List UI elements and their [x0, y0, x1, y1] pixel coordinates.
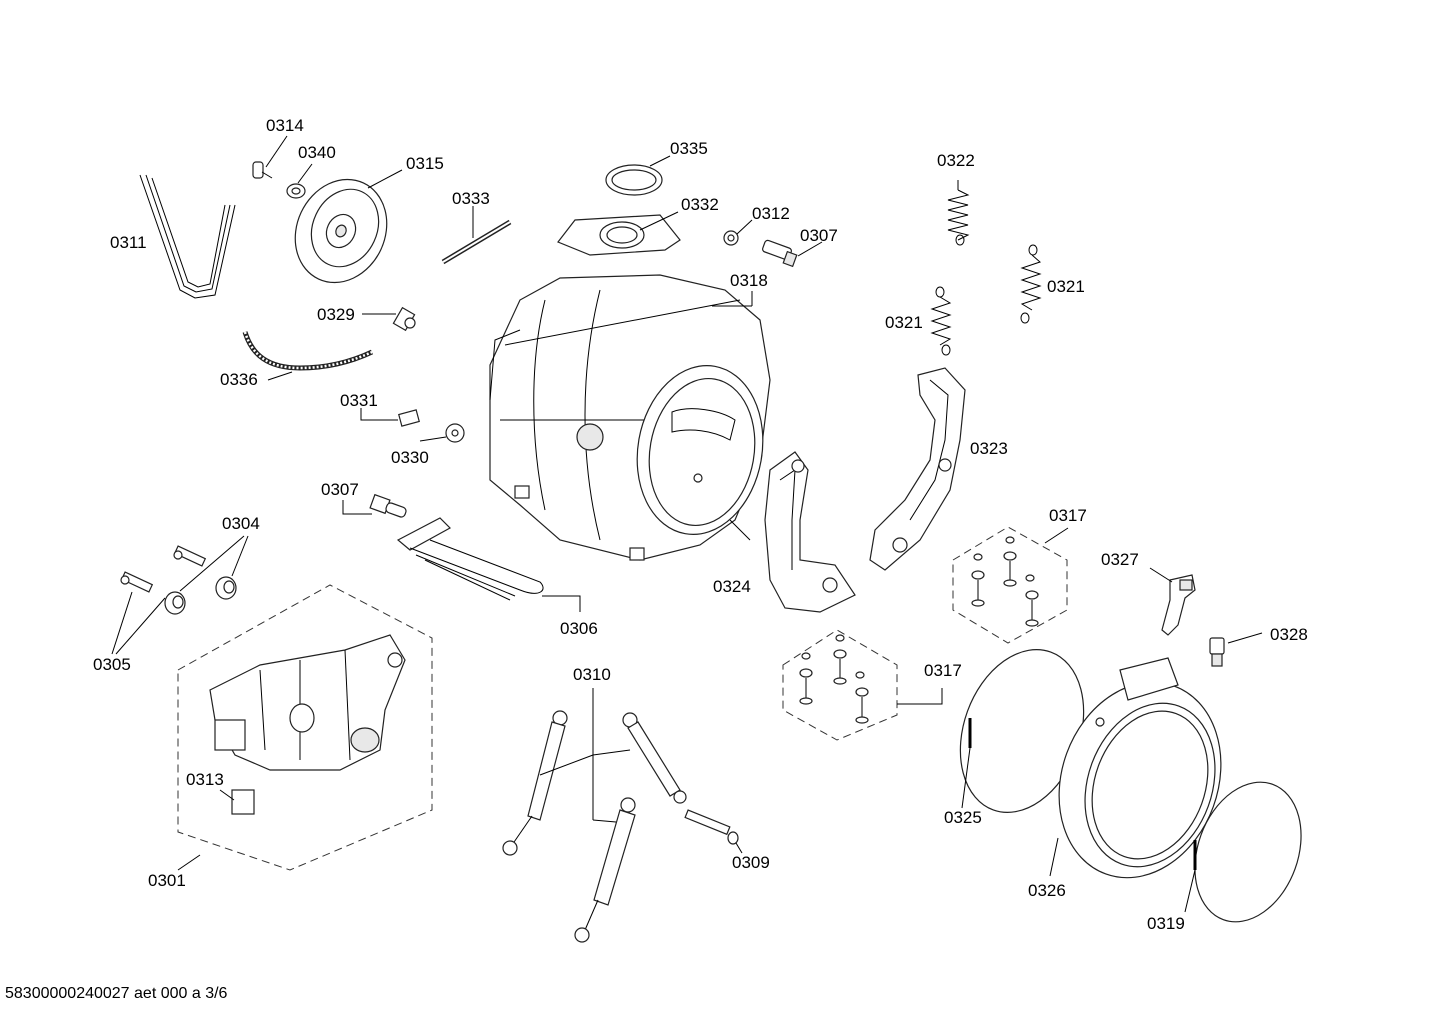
label-0310: 0310 [573, 665, 611, 684]
heating-element [396, 517, 544, 601]
ntc-sensor-bottom [369, 493, 407, 518]
label-0328: 0328 [1270, 625, 1308, 644]
label-0301: 0301 [148, 871, 186, 890]
label-0304: 0304 [222, 514, 260, 533]
counterweight-top [869, 367, 966, 571]
label-0329: 0329 [317, 305, 355, 324]
label-0326: 0326 [1028, 881, 1066, 900]
hose [242, 331, 374, 371]
washer [286, 183, 306, 199]
fastener-set-upper [952, 526, 1068, 644]
shock-absorber-left [502, 710, 568, 856]
label-0336: 0336 [220, 370, 258, 389]
shock-absorber-bottom [574, 797, 636, 943]
label-0323: 0323 [970, 439, 1008, 458]
motor-assembly [177, 584, 433, 871]
label-0335: 0335 [670, 139, 708, 158]
label-0331: 0331 [340, 391, 378, 410]
label-0340: 0340 [298, 143, 336, 162]
label-0319: 0319 [1147, 914, 1185, 933]
sensor [398, 409, 420, 427]
label-0312: 0312 [752, 204, 790, 223]
bushing-a [164, 591, 186, 615]
valve [392, 306, 416, 332]
spring-left [930, 286, 952, 356]
label-0333: 0333 [452, 189, 490, 208]
spring-top [947, 180, 970, 246]
label-0317-lower: 0317 [924, 661, 962, 680]
bolt [684, 809, 739, 845]
wiring-bracket [1161, 574, 1196, 636]
label-0332: 0332 [681, 195, 719, 214]
counterweight-front [764, 451, 856, 613]
drive-belt [139, 174, 236, 299]
tub-bracket [557, 214, 681, 256]
label-0322: 0322 [937, 151, 975, 170]
damper-disk [445, 423, 465, 443]
label-0327: 0327 [1101, 550, 1139, 569]
fastener-set-lower [782, 629, 898, 741]
door-gasket-front [1193, 781, 1302, 923]
pulley-screw [252, 161, 273, 179]
label-0317-upper: 0317 [1049, 506, 1087, 525]
callout-labels: 0314 0340 0315 0311 0333 0335 0332 0312 … [93, 116, 1308, 933]
shock-absorber-right [622, 712, 687, 804]
label-0330: 0330 [391, 448, 429, 467]
seal-ring [605, 164, 663, 196]
door-ring [1058, 657, 1222, 879]
label-0321-left: 0321 [885, 313, 923, 332]
label-0311: 0311 [110, 233, 147, 252]
screw-upper [173, 545, 207, 567]
label-0313: 0313 [186, 770, 224, 789]
label-0325: 0325 [944, 808, 982, 827]
washer-tub [489, 274, 771, 561]
label-0305: 0305 [93, 655, 131, 674]
label-0309: 0309 [732, 853, 770, 872]
connector [1209, 637, 1225, 667]
label-0306: 0306 [560, 619, 598, 638]
label-0318: 0318 [730, 271, 768, 290]
screw-lower [120, 571, 154, 593]
label-0315: 0315 [406, 154, 444, 173]
ntc-sensor-top [762, 239, 798, 268]
label-0307-bottom: 0307 [321, 480, 359, 499]
label-0321-right: 0321 [1047, 277, 1085, 296]
drum-pulley [294, 178, 388, 284]
label-0314: 0314 [266, 116, 304, 135]
document-reference: 58300000240027 aet 000 a 3/6 [5, 985, 228, 1002]
rod [441, 219, 512, 265]
bushing-b [215, 576, 237, 600]
label-0324: 0324 [713, 577, 751, 596]
spring-right [1020, 244, 1042, 324]
label-0307-top: 0307 [800, 226, 838, 245]
nut [723, 230, 739, 246]
